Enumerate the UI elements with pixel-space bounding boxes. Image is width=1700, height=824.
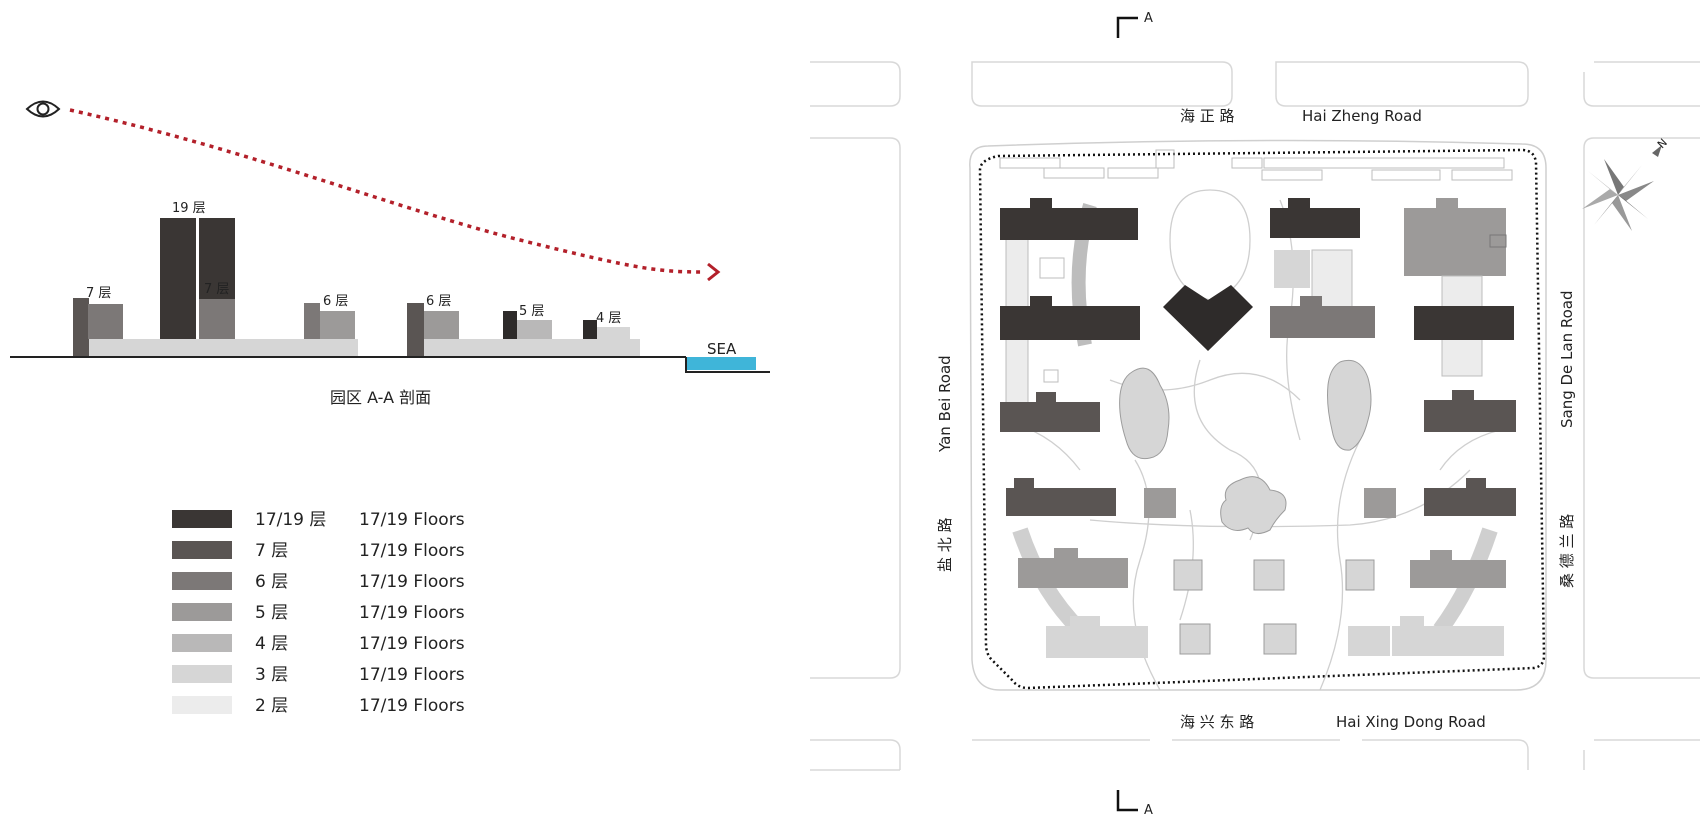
legend-item: 6 层 17/19 Floors <box>172 572 465 592</box>
legend-label-en: 17/19 Floors <box>359 665 465 685</box>
floor-label-5f: 5 层 <box>519 304 544 319</box>
site-boundary-dotted <box>978 148 1546 690</box>
legend-label-en: 17/19 Floors <box>359 510 465 530</box>
sea-block <box>686 357 756 370</box>
pond-west <box>1119 367 1170 460</box>
legend-item: 2 层 17/19 Floors <box>172 696 465 716</box>
building-cluster-sw <box>1006 478 1297 658</box>
legend-label-en: 17/19 Floors <box>359 572 465 592</box>
podium-base <box>88 339 358 357</box>
legend-item: 5 层 17/19 Floors <box>172 603 465 623</box>
legend-swatch <box>172 572 232 590</box>
floor-label-4f: 4 层 <box>596 311 621 326</box>
arrowhead-icon <box>707 262 721 282</box>
building-7f-left <box>88 304 123 339</box>
building-cluster-ne <box>1404 198 1516 432</box>
legend-label-en: 17/19 Floors <box>359 541 465 561</box>
building-7f-mid <box>199 299 235 339</box>
podium-base <box>420 339 640 357</box>
pond-east <box>1327 359 1372 451</box>
building-5f-dark <box>503 311 517 339</box>
legend-label-en: 17/19 Floors <box>359 634 465 654</box>
building-cluster-nc <box>1270 198 1375 338</box>
central-clubhouse <box>1163 285 1253 351</box>
legend-label-en: 17/19 Floors <box>359 696 465 716</box>
building-6f-a <box>320 311 355 339</box>
section-diagram: 19 层 7 层 7 层 6 层 6 层 5 层 4 层 SEA 园区 A-A … <box>10 100 770 407</box>
north-arrow-icon: N <box>1582 136 1670 231</box>
legend-label-cn: 17/19 层 <box>255 510 326 530</box>
road-label-east-en: Sang De Lan Road <box>1558 290 1576 428</box>
legend-label-cn: 2 层 <box>255 696 288 716</box>
road-label-west-en: Yan Bei Road <box>936 355 954 453</box>
road-label-north-en: Hai Zheng Road <box>1302 107 1422 125</box>
legend-label-cn: 5 层 <box>255 603 288 623</box>
svg-text:A: A <box>1144 11 1153 26</box>
floor-label-7f-mid: 7 层 <box>204 282 229 297</box>
legend-label-cn: 7 层 <box>255 541 288 561</box>
building-4f-dark <box>583 320 597 339</box>
building-6f-b <box>424 311 459 339</box>
floor-label-7f-left: 7 层 <box>86 286 111 301</box>
road-label-north-cn: 海 正 路 <box>1180 107 1235 125</box>
building-cluster-se <box>1345 478 1516 656</box>
legend-swatch <box>172 541 232 559</box>
pond-center <box>1220 476 1287 534</box>
legend-swatch <box>172 510 232 528</box>
site-plan: A A 海 正 路 Hai Zheng Road 海 兴 东 路 Hai Xin… <box>810 11 1700 818</box>
sea-label: SEA <box>707 340 737 358</box>
floor-label-19f: 19 层 <box>172 201 206 216</box>
section-marker-bottom: A <box>1116 790 1153 818</box>
legend-item: 4 层 17/19 Floors <box>172 634 465 654</box>
legend: 17/19 层 17/19 Floors 7 层 17/19 Floors 6 … <box>172 510 465 716</box>
section-caption: 园区 A-A 剖面 <box>330 388 431 407</box>
section-marker-top: A <box>1116 11 1153 38</box>
sea-outline <box>685 357 770 373</box>
legend-item: 17/19 层 17/19 Floors <box>172 510 465 530</box>
site-boundary-outline <box>969 139 1547 691</box>
view-line-arrow <box>69 108 706 274</box>
surrounding-blocks <box>810 61 1700 771</box>
floor-label-6f-b: 6 层 <box>426 294 451 309</box>
tower-19f-b <box>199 218 235 299</box>
parking-north <box>999 149 1513 181</box>
road-label-west-cn: 盐 北 路 <box>936 517 954 572</box>
legend-swatch <box>172 603 232 621</box>
building-7f-left-dark <box>73 298 89 357</box>
legend-label-en: 17/19 Floors <box>359 603 465 623</box>
eye-icon <box>25 100 61 118</box>
legend-label-cn: 6 层 <box>255 572 288 592</box>
legend-swatch <box>172 665 232 683</box>
legend-label-cn: 4 层 <box>255 634 288 654</box>
road-label-east-cn: 桑 德 兰 路 <box>1558 514 1576 588</box>
building-6f-b-dark <box>407 303 424 357</box>
tower-19f-a <box>160 218 196 339</box>
legend-item: 7 层 17/19 Floors <box>172 541 465 561</box>
legend-swatch <box>172 634 232 652</box>
svg-text:A: A <box>1144 803 1153 818</box>
road-label-south-en: Hai Xing Dong Road <box>1336 713 1486 731</box>
floor-label-6f-a: 6 层 <box>323 294 348 309</box>
legend-swatch <box>172 696 232 714</box>
legend-item: 3 层 17/19 Floors <box>172 665 465 685</box>
legend-label-cn: 3 层 <box>255 665 288 685</box>
building-4f <box>597 327 630 339</box>
building-5f <box>517 320 552 339</box>
building-6f-a-dark <box>304 303 320 339</box>
road-label-south-cn: 海 兴 东 路 <box>1180 713 1254 731</box>
building-cluster-nw <box>1000 198 1140 432</box>
